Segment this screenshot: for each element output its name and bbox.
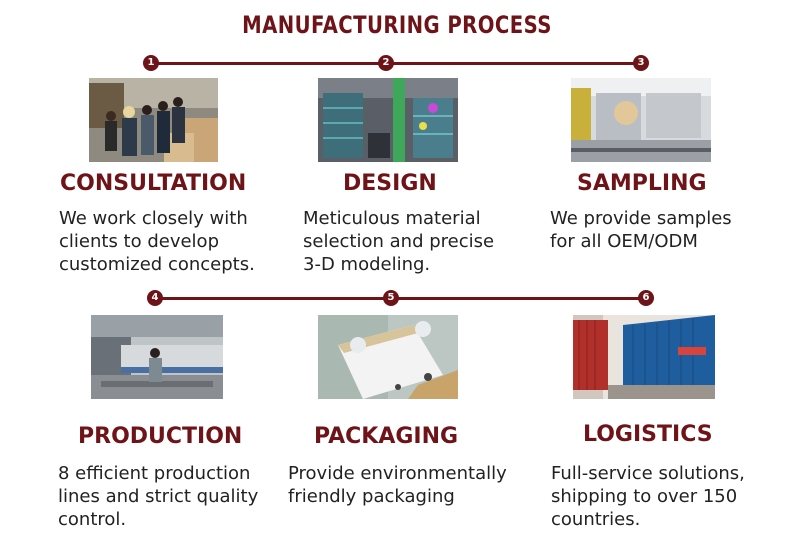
step-title-packaging: PACKAGING — [314, 424, 459, 449]
step-description-sampling: We provide samples for all OEM/ODM — [550, 208, 732, 252]
step-title-design: DESIGN — [343, 171, 437, 196]
step-description-production: 8 efficient production lines and strict … — [58, 463, 259, 530]
step-number-badge-6: 6 — [638, 290, 654, 306]
step-number-badge-2: 2 — [378, 55, 394, 71]
step-description-consultation: We work closely with clients to develop … — [59, 208, 255, 275]
step-title-sampling: SAMPLING — [577, 171, 707, 196]
step-description-packaging: Provide environmentally friendly packagi… — [288, 463, 507, 507]
sampling-photo — [571, 78, 711, 162]
step-title-consultation: CONSULTATION — [60, 171, 247, 196]
timeline-line-bottom — [155, 297, 647, 300]
step-title-logistics: LOGISTICS — [583, 422, 713, 447]
page-title: MANUFACTURING PROCESS — [242, 11, 552, 39]
consultation-photo — [89, 78, 218, 162]
step-number-badge-1: 1 — [143, 55, 159, 71]
step-description-logistics: Full-service solutions, shipping to over… — [551, 463, 745, 530]
step-description-design: Meticulous material selection and precis… — [303, 208, 495, 275]
step-number-badge-5: 5 — [383, 290, 399, 306]
step-number-badge-4: 4 — [147, 290, 163, 306]
packaging-photo — [318, 315, 458, 399]
logistics-photo — [573, 315, 715, 399]
step-title-production: PRODUCTION — [78, 424, 243, 449]
timeline-line-top — [152, 62, 641, 65]
design-photo — [318, 78, 458, 162]
step-number-badge-3: 3 — [633, 55, 649, 71]
production-photo — [91, 315, 223, 399]
